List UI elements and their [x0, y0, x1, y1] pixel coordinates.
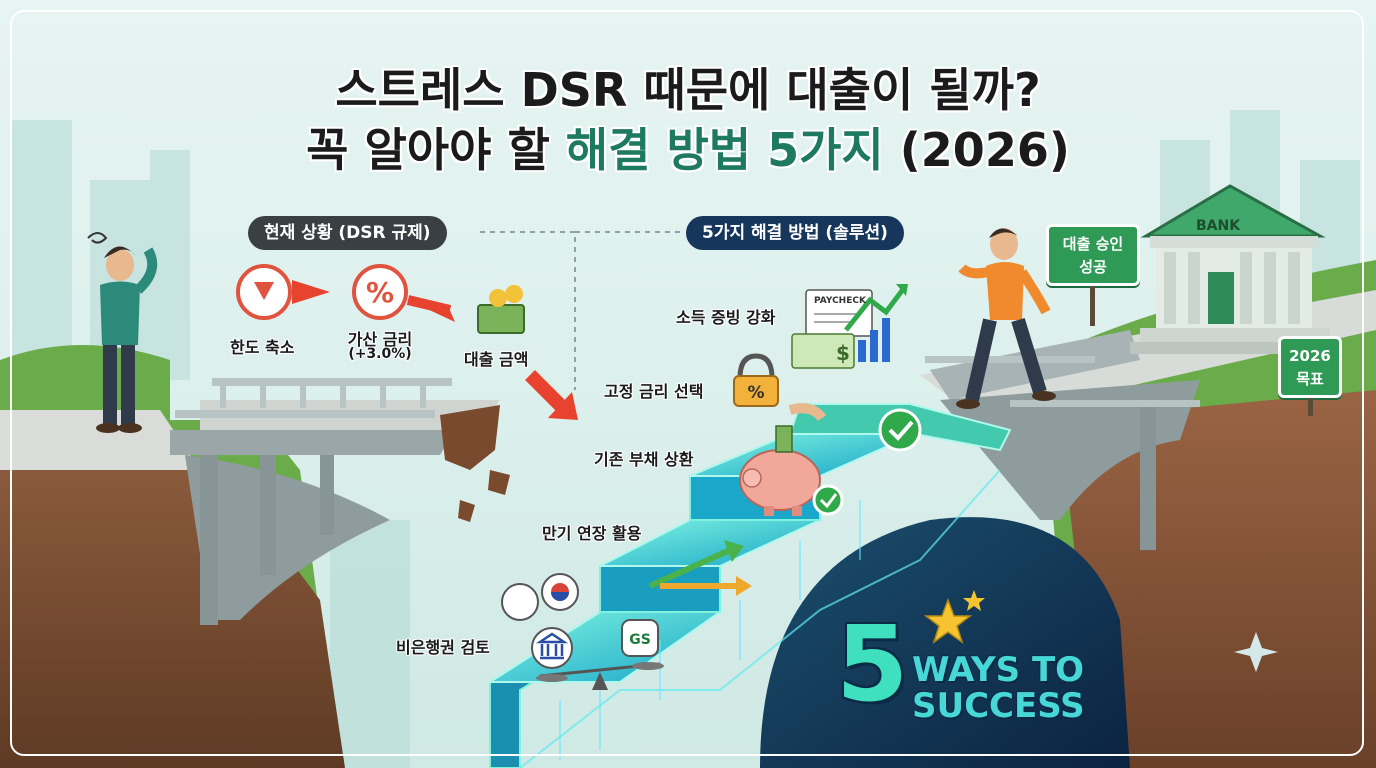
approval-sign: 대출 승인 성공: [1046, 224, 1140, 286]
goal-sign-line2: 목표: [1296, 370, 1324, 388]
problem-label-limit: 한도 축소: [230, 338, 295, 357]
broken-bridge: [170, 378, 510, 625]
problem-label-rate: 가산 금리: [347, 330, 413, 349]
svg-text:GS: GS: [629, 632, 651, 648]
approval-sign-line2: 성공: [1079, 258, 1107, 276]
badge-number: 5: [836, 603, 909, 725]
goal-sign-post: [1308, 398, 1313, 416]
badge-line1: WAYS TO: [912, 650, 1085, 690]
solution-label-non-bank: 비은행권 검토: [396, 638, 490, 657]
solution-label-income: 소득 증빙 강화: [676, 308, 776, 327]
non-bank-icons: GS: [501, 573, 664, 690]
solutions-pill: 5가지 해결 방법 (솔루션): [686, 216, 904, 250]
svg-text:$: $: [836, 341, 850, 365]
goal-sign-line1: 2026: [1289, 347, 1331, 365]
problem-label-rate-sub: (+3.0%): [348, 346, 412, 362]
headline-highlight: 해결 방법 5가지: [565, 123, 884, 177]
paycheck-chart: $: [791, 284, 908, 369]
problem-label-amount: 대출 금액: [464, 350, 529, 369]
dark-backdrop: [760, 517, 1130, 768]
goal-sign: 2026 목표: [1278, 336, 1342, 398]
headline-line2-part2: (2026): [883, 123, 1070, 177]
stars: [923, 590, 1278, 672]
headline-line1: 스트레스 DSR 때문에 대출이 될까?: [335, 63, 1041, 117]
problem-icons: %: [180, 264, 578, 420]
worried-person: [87, 232, 158, 433]
bank-sign-text: BANK: [1196, 218, 1241, 234]
headline-line2-part1: 꼭 알아야 할: [306, 123, 566, 177]
solution-label-extension: 만기 연장 활용: [542, 524, 642, 543]
solution-label-repay: 기존 부채 상환: [594, 450, 694, 469]
percent-lock: %: [733, 353, 779, 407]
extension-arrows: [648, 540, 752, 596]
piggy-bank: [739, 403, 844, 516]
solution-label-fixed-rate: 고정 금리 선택: [604, 382, 704, 401]
svg-text:%: %: [747, 383, 764, 403]
approval-sign-line1: 대출 승인: [1062, 235, 1124, 253]
svg-text:%: %: [366, 276, 394, 309]
paycheck-text: PAYCHECK: [814, 296, 866, 306]
approval-sign-post: [1090, 286, 1095, 326]
headline-line2: 꼭 알아야 할 해결 방법 5가지 (2026): [0, 114, 1376, 180]
bank-building: [1130, 184, 1340, 354]
badge-line2: SUCCESS: [912, 686, 1085, 726]
current-situation-pill: 현재 상황 (DSR 규제): [248, 216, 447, 250]
walking-person: [956, 228, 1056, 409]
